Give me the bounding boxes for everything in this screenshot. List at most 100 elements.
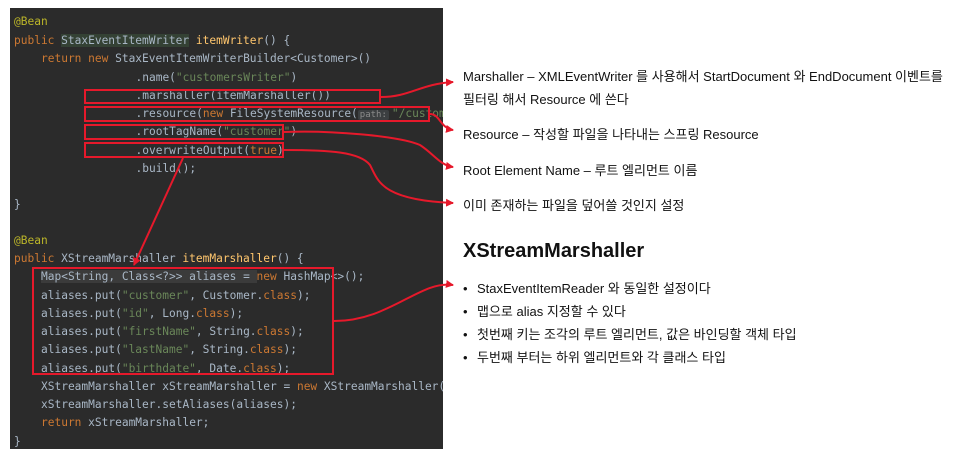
code-token: .marshaller(itemMarshaller()) <box>135 89 331 102</box>
code-line-setaliases: xStreamMarshaller.setAliases(aliases); <box>41 396 297 414</box>
xstream-bullet-2-text: 맵으로 alias 지정할 수 있다 <box>477 304 626 319</box>
highlight-overwrite-box <box>84 142 284 158</box>
code-token: .overwriteOutput( <box>135 144 251 157</box>
connector-aliases <box>333 280 454 322</box>
code-line-close-brace-1: } <box>14 196 21 214</box>
annotation-resource: Resource – 작성할 파일을 나타내는 스프링 Resource <box>463 127 759 142</box>
code-token: ); <box>276 362 291 375</box>
code-token: ); <box>229 307 244 320</box>
code-line-alias-id: aliases.put("id", Long.class); <box>41 305 243 323</box>
code-token: } <box>14 198 21 211</box>
code-line-name: .name("customersWriter") <box>136 69 298 87</box>
code-token: , Customer. <box>189 289 264 302</box>
code-token: "customer" <box>121 289 190 302</box>
code-token: "id" <box>121 307 149 320</box>
code-line-alias-birthdate: aliases.put("birthdate", Date.class); <box>41 360 290 378</box>
code-token: "firstName" <box>121 325 196 338</box>
code-token: ); <box>296 289 311 302</box>
code-line-return-marshaller: return xStreamMarshaller; <box>41 414 209 432</box>
code-line-resource: .resource(new FileSystemResource(path:"/… <box>135 105 443 124</box>
code-token: aliases.put( <box>41 289 122 302</box>
code-token: } <box>14 435 21 448</box>
code-token: "customersWriter" <box>175 71 291 84</box>
code-line-alias-lastname: aliases.put("lastName", String.class); <box>41 341 297 359</box>
xstream-bullet-1-text: StaxEventItemReader 와 동일한 설정이다 <box>477 281 711 296</box>
code-token: , String. <box>195 325 257 338</box>
code-line-close-brace-2: } <box>14 433 21 449</box>
code-token: true <box>250 144 277 157</box>
code-token: () { <box>276 252 304 265</box>
xstream-bullet-3: •첫번째 키는 조각의 루트 엘리먼트, 값은 바인딩할 객체 타입 <box>463 327 797 342</box>
code-token: "customer" <box>223 125 291 138</box>
code-token: , Long. <box>148 307 196 320</box>
code-token: itemMarshaller <box>182 252 277 265</box>
xstream-bullet-1: •StaxEventItemReader 와 동일한 설정이다 <box>463 281 711 296</box>
code-line-build: .build(); <box>136 160 197 178</box>
code-token: "lastName" <box>121 343 190 356</box>
xstream-bullet-4: •두번째 부터는 하위 엘리먼트와 각 클래스 타입 <box>463 350 726 365</box>
code-line-itemwriter-signature: public StaxEventItemWriter itemWriter() … <box>14 32 290 50</box>
code-token: aliases.put( <box>41 307 122 320</box>
code-token: class <box>256 325 291 338</box>
code-line-return-builder: return new StaxEventItemWriterBuilder<Cu… <box>41 50 371 68</box>
code-token: , String. <box>189 343 250 356</box>
code-token: @Bean <box>14 15 48 28</box>
code-token: @Bean <box>14 234 48 247</box>
code-token: public <box>14 34 62 47</box>
code-token: , Date. <box>195 362 244 375</box>
code-token: new <box>296 380 324 393</box>
xstream-bullet-2: •맵으로 alias 지정할 수 있다 <box>463 304 626 319</box>
code-token: class <box>243 362 277 375</box>
xstream-title: XStreamMarshaller <box>463 240 645 262</box>
code-token: StaxEventItemWriter <box>61 34 190 47</box>
code-token: public <box>14 252 62 265</box>
code-line-itemmarshaller-signature: public XStreamMarshaller itemMarshaller(… <box>14 250 304 268</box>
connector-resource <box>429 113 454 133</box>
code-token: XStreamMarshaller xStreamMarshaller = <box>41 380 297 393</box>
code-token: itemWriter <box>195 34 264 47</box>
code-token: new <box>202 107 230 120</box>
code-token: return new <box>41 52 116 65</box>
code-token: XStreamMarshaller(); <box>323 380 443 393</box>
xstream-bullet-3-text: 첫번째 키는 조각의 루트 엘리먼트, 값은 바인딩할 객체 타입 <box>477 327 797 342</box>
connector-overwrite <box>283 149 454 207</box>
highlight-marshaller-box <box>84 89 381 104</box>
code-token: class <box>195 307 230 320</box>
highlight-resource-box <box>84 106 430 122</box>
code-token: class <box>263 289 297 302</box>
code-token: XStreamMarshaller <box>61 252 183 265</box>
code-token: "/customer.xml" <box>391 107 443 120</box>
code-token: .name( <box>135 71 176 84</box>
code-token: ) <box>290 71 298 84</box>
code-token: Map<String, Class<?>> aliases = <box>41 270 257 283</box>
code-token: StaxEventItemWriterBuilder<Customer>() <box>115 52 372 65</box>
code-line-bean-annotation-2: @Bean <box>14 232 48 250</box>
code-token: ); <box>290 325 304 338</box>
code-line-bean-annotation-1: @Bean <box>14 13 48 31</box>
code-line-marshaller: .marshaller(itemMarshaller()) <box>136 87 331 105</box>
code-token: aliases.put( <box>41 362 122 375</box>
code-token: .rootTagName( <box>135 125 224 138</box>
code-line-overwriteoutput: .overwriteOutput(true) <box>136 142 284 160</box>
code-token: FileSystemResource( <box>229 107 358 120</box>
code-token: () { <box>263 34 291 47</box>
code-token: xStreamMarshaller.setAliases(aliases); <box>41 398 297 411</box>
code-token: new <box>256 270 284 283</box>
code-line-new-xstreammarshaller: XStreamMarshaller xStreamMarshaller = ne… <box>41 378 443 396</box>
code-token: ); <box>283 343 297 356</box>
code-line-alias-customer: aliases.put("customer", Customer.class); <box>41 287 310 305</box>
highlight-roottagname-box <box>84 124 284 140</box>
highlight-aliases-box <box>32 267 334 375</box>
annotation-marshaller-line2: 필터링 해서 Resource 에 쓴다 <box>463 92 629 107</box>
annotation-overwrite: 이미 존재하는 파일을 덮어쓸 것인지 설정 <box>463 198 685 213</box>
code-token: .resource( <box>135 107 203 120</box>
code-line-alias-firstname: aliases.put("firstName", String.class); <box>41 323 304 341</box>
code-editor-panel: @Bean public StaxEventItemWriter itemWrit… <box>10 8 443 449</box>
code-token: path: <box>357 110 389 120</box>
code-token: aliases.put( <box>41 343 122 356</box>
annotation-marshaller-line1: Marshaller – XMLEventWriter 를 사용해서 Start… <box>463 69 943 84</box>
code-line-map-aliases: Map<String, Class<?>> aliases = new Hash… <box>41 268 364 286</box>
connector-root-element <box>283 130 454 170</box>
code-token: HashMap<>(); <box>283 270 365 283</box>
